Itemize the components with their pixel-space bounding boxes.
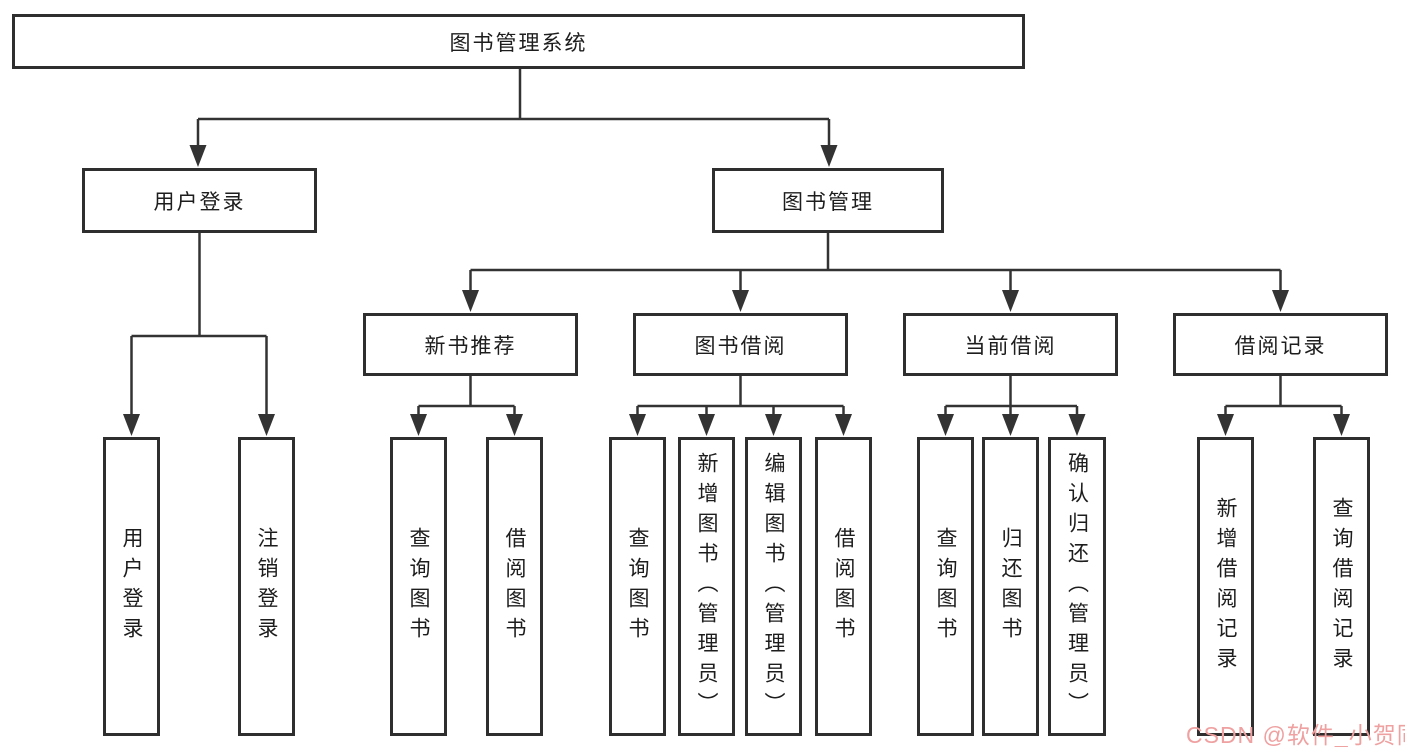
node-return-books: 归还图书 <box>982 437 1039 736</box>
node-new-book-recommend: 新书推荐 <box>363 313 578 376</box>
node-user-login: 用户登录 <box>82 168 317 233</box>
node-edit-books-admin: 编辑图书（管理员） <box>745 437 802 736</box>
node-add-books-admin: 新增图书（管理员） <box>678 437 735 736</box>
node-current-borrowing: 当前借阅 <box>903 313 1118 376</box>
node-query-books-recommend: 查询图书 <box>390 437 447 736</box>
node-borrow-books-recommend: 借阅图书 <box>486 437 543 736</box>
node-user-login-leaf: 用户登录 <box>103 437 160 736</box>
node-query-borrow-record: 查询借阅记录 <box>1313 437 1370 736</box>
node-book-management: 图书管理 <box>712 168 944 233</box>
node-logout-leaf: 注销登录 <box>238 437 295 736</box>
node-query-books-current: 查询图书 <box>917 437 974 736</box>
node-add-borrow-record: 新增借阅记录 <box>1197 437 1254 736</box>
node-book-borrowing: 图书借阅 <box>633 313 848 376</box>
csdn-watermark: CSDN @软件_小贺同学 <box>1186 722 1405 747</box>
node-library-system: 图书管理系统 <box>12 14 1025 69</box>
node-borrow-books-leaf: 借阅图书 <box>815 437 872 736</box>
node-query-books-borrow: 查询图书 <box>609 437 666 736</box>
node-borrowing-records: 借阅记录 <box>1173 313 1388 376</box>
node-confirm-return-admin: 确认归还（管理员） <box>1048 437 1106 736</box>
